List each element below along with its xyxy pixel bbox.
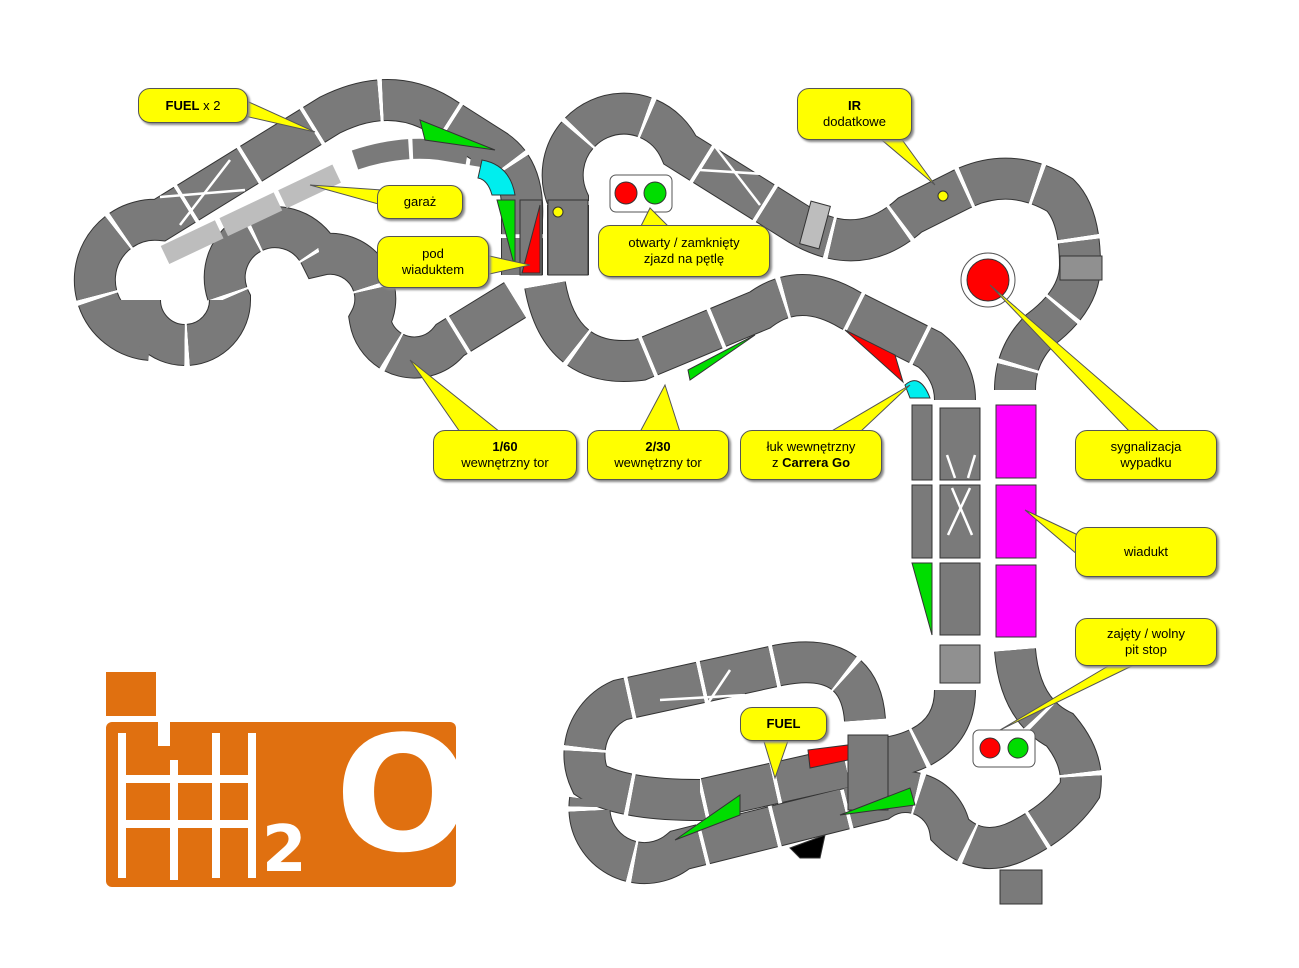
traffic-light-icon — [972, 729, 1036, 768]
viaduct — [995, 404, 1037, 638]
callout-garage: garaż — [377, 185, 463, 219]
track-segments — [74, 80, 1101, 884]
ir-sensor-icon — [937, 190, 949, 202]
h2o-logo — [106, 672, 456, 887]
callout-fuel: FUEL — [740, 707, 827, 741]
ir-sensor-icon — [552, 206, 564, 218]
traffic-light-icon — [609, 174, 673, 213]
callout-carrera: łuk wewnętrzny z Carrera Go — [740, 430, 882, 480]
accident-light-icon — [960, 252, 1016, 308]
logo-letter-o: O — [335, 701, 472, 888]
callout-viaduct: wiadukt — [1075, 527, 1217, 577]
logo-subscript: 2 — [262, 813, 307, 887]
callout-fuel-x2: FUEL x 2 — [138, 88, 248, 123]
